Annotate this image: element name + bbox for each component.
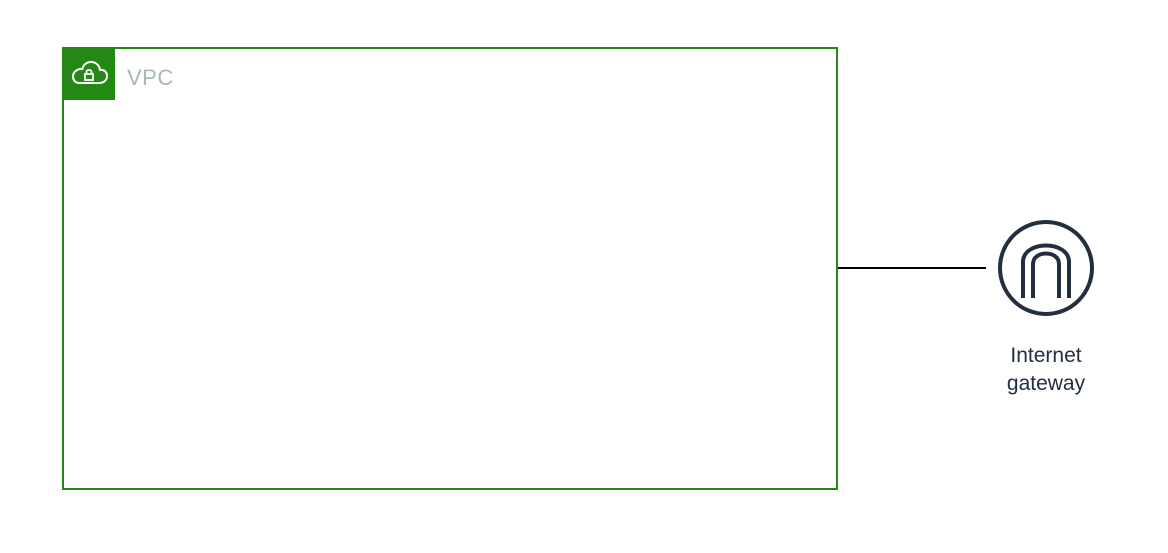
vpc-label: VPC: [127, 65, 174, 90]
vpc-group[interactable]: VPC: [62, 47, 838, 490]
vpc-cloud-lock-icon: [72, 61, 108, 84]
connector-line: [838, 267, 986, 269]
internet-gateway-icon: [998, 220, 1094, 316]
internet-gateway[interactable]: [996, 220, 1096, 320]
internet-gateway-label-line1: Internet: [1010, 344, 1082, 367]
internet-gateway-label: Internet gateway: [966, 342, 1126, 398]
vpc-badge: [63, 48, 115, 100]
internet-gateway-label-line2: gateway: [1006, 372, 1086, 395]
